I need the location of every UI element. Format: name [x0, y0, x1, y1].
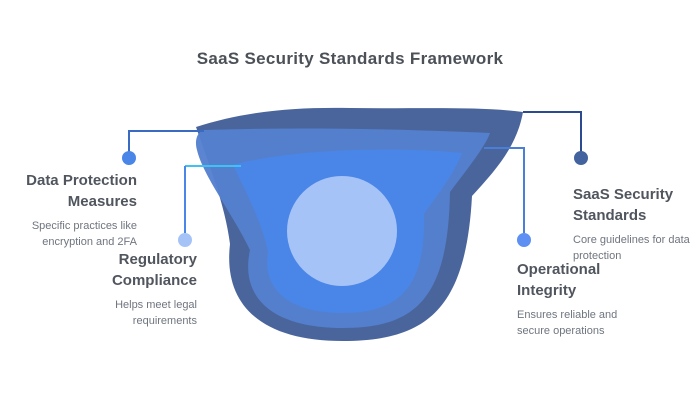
callout-description: Helps meet legal requirements — [115, 299, 197, 327]
connector-line-saas-standards — [523, 111, 582, 152]
connector-dot-data-protection — [122, 151, 136, 165]
callout-operational-integrity: Operational Integrity Ensures reliable a… — [517, 259, 620, 339]
callout-heading: Operational Integrity — [517, 261, 601, 299]
callout-saas-security-standards: SaaS Security Standards Core guidelines … — [573, 184, 693, 264]
page-title: SaaS Security Standards Framework — [196, 49, 504, 68]
callout-data-protection-measures: Data Protection Measures Specific practi… — [19, 170, 137, 250]
callout-regulatory-compliance: Regulatory Compliance Helps meet legal r… — [102, 249, 197, 329]
callout-heading: Data Protection Measures — [26, 172, 137, 210]
callout-description: Core guidelines for data protection — [573, 234, 690, 262]
callout-description: Ensures reliable and secure operations — [517, 309, 618, 337]
connector-line-operational — [484, 147, 525, 233]
connector-dot-saas-standards — [574, 151, 588, 165]
connector-line-data-protection — [128, 130, 204, 152]
connector-dot-operational — [517, 233, 531, 247]
callout-heading: Regulatory Compliance — [111, 251, 197, 289]
callout-description: Specific practices like encryption and 2… — [31, 220, 137, 248]
callout-heading: SaaS Security Standards — [573, 186, 674, 224]
funnel-layer-core — [287, 176, 397, 286]
connector-dot-regulatory — [178, 233, 192, 247]
